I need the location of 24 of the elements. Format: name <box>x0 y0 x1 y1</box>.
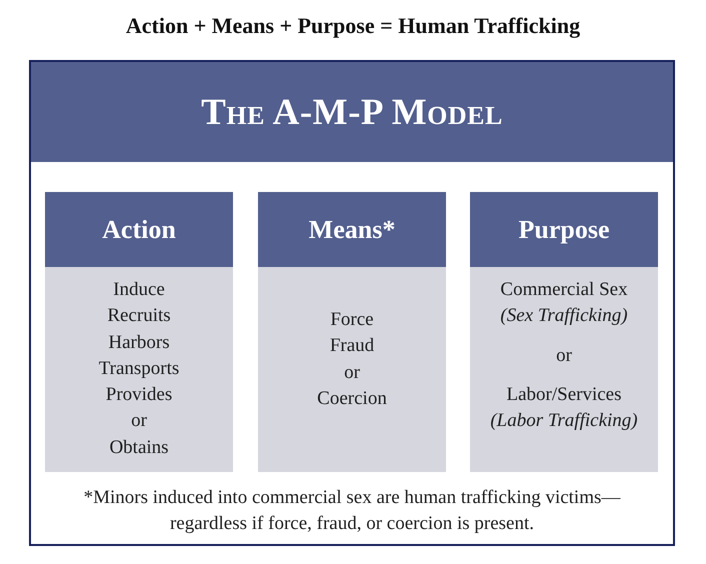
list-item: Labor/Services (Labor Trafficking) <box>490 382 638 434</box>
panel-heading: The A-M-P Model <box>31 62 673 162</box>
list-item: Commercial Sex (Sex Trafficking) <box>500 278 628 328</box>
list-item: Coercion <box>317 386 387 411</box>
model-panel <box>29 60 675 546</box>
column-card <box>470 192 658 472</box>
list-item: Induce <box>113 278 165 302</box>
column-heading: Purpose <box>470 192 658 267</box>
footnote: *Minors induced into commercial sex are human trafficking victims—regardless if force, fraud, or coercion is present. <box>82 486 622 536</box>
column-card <box>258 192 446 472</box>
list-item: or <box>344 360 360 385</box>
list-item: or <box>556 344 572 368</box>
list-item: Harbors <box>108 330 170 355</box>
list-item: or <box>131 409 147 434</box>
list-item: Obtains <box>109 436 169 460</box>
diagram-title: Action + Means + Purpose = Human Trafficking <box>126 12 580 40</box>
list-item: Fraud <box>330 334 374 358</box>
list-item: Transports <box>98 356 180 381</box>
column-heading: Action <box>45 192 233 267</box>
list-item: Provides <box>106 383 172 408</box>
column-card <box>45 192 233 472</box>
column-heading: Means* <box>258 192 446 267</box>
list-item: Force <box>330 308 374 332</box>
list-item: Recruits <box>107 304 171 328</box>
